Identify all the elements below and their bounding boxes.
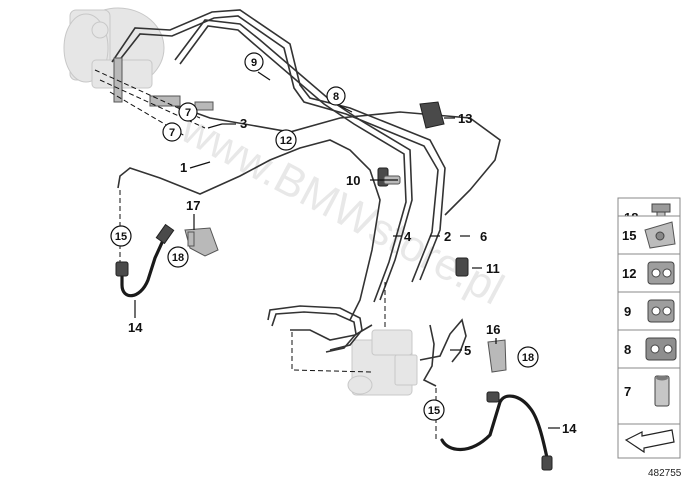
legend-item-7: 7 bbox=[617, 367, 681, 425]
callout-10: 10 bbox=[346, 173, 360, 188]
parts-legend: 18 15 12 bbox=[617, 197, 681, 459]
svg-text:12: 12 bbox=[280, 135, 292, 147]
legend-item-12: 12 bbox=[617, 253, 681, 293]
brake-hose-left bbox=[115, 223, 175, 298]
callout-17: 17 bbox=[186, 198, 200, 213]
svg-text:15: 15 bbox=[428, 405, 440, 417]
brake-pipes bbox=[111, 9, 501, 387]
callout-4: 4 bbox=[404, 229, 412, 244]
callout-9: 9 bbox=[244, 52, 264, 72]
clip-icon bbox=[644, 221, 676, 249]
callout-13: 13 bbox=[458, 111, 472, 126]
svg-text:9: 9 bbox=[251, 57, 257, 69]
svg-text:15: 15 bbox=[622, 228, 636, 243]
document-id: 482755 bbox=[648, 468, 682, 479]
svg-text:7: 7 bbox=[624, 384, 631, 399]
callout-8: 8 bbox=[326, 86, 346, 106]
callout-12: 12 bbox=[275, 129, 297, 151]
union-nut-icon bbox=[654, 375, 670, 407]
svg-text:8: 8 bbox=[333, 91, 339, 103]
callout-1: 1 bbox=[180, 160, 187, 175]
callout-7b: 7 bbox=[162, 122, 182, 142]
svg-text:12: 12 bbox=[622, 266, 636, 281]
pad-13 bbox=[419, 101, 445, 129]
callout-11: 11 bbox=[486, 261, 500, 276]
bracket-17 bbox=[184, 227, 219, 257]
abs-unit-ghost bbox=[347, 329, 418, 396]
svg-text:7: 7 bbox=[185, 107, 191, 119]
callout-2: 2 bbox=[444, 229, 451, 244]
callout-18b: 18 bbox=[517, 346, 539, 368]
callout-5: 5 bbox=[464, 343, 471, 358]
brake-hose-right bbox=[440, 391, 553, 471]
callout-15a: 15 bbox=[110, 225, 132, 247]
legend-item-8: 8 bbox=[617, 329, 681, 369]
svg-text:9: 9 bbox=[624, 304, 631, 319]
direction-arrow-icon bbox=[624, 429, 675, 454]
callout-6: 6 bbox=[480, 229, 487, 244]
callout-16: 16 bbox=[486, 322, 500, 337]
svg-text:15: 15 bbox=[115, 231, 127, 243]
svg-text:18: 18 bbox=[172, 252, 184, 264]
pipe-clamp-icon bbox=[647, 299, 675, 323]
bracket-16 bbox=[487, 339, 507, 373]
callout-18a: 18 bbox=[167, 246, 189, 268]
callout-15b: 15 bbox=[423, 399, 445, 421]
leader-lines bbox=[134, 71, 560, 429]
legend-item-9: 9 bbox=[617, 291, 681, 331]
callout-14-left: 14 bbox=[128, 320, 143, 335]
sensor-10 bbox=[377, 167, 401, 187]
watermark-text: www.BMWstore.pl bbox=[172, 103, 511, 314]
clip-11 bbox=[455, 257, 469, 277]
svg-text:7: 7 bbox=[169, 127, 175, 139]
svg-text:8: 8 bbox=[624, 342, 631, 357]
legend-item-15: 15 bbox=[617, 215, 681, 255]
callout-14-right: 14 bbox=[562, 421, 577, 436]
svg-text:18: 18 bbox=[522, 352, 534, 364]
callout-7a: 7 bbox=[178, 102, 198, 122]
legend-arrow-box bbox=[617, 423, 681, 459]
double-clamp-icon bbox=[645, 337, 677, 361]
pipe-holder-icon bbox=[647, 261, 675, 285]
callout-3: 3 bbox=[240, 116, 247, 131]
